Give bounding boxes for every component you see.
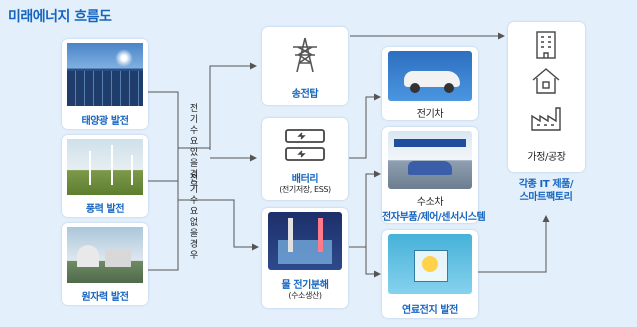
- wind-label: 풍력 발전: [85, 204, 125, 215]
- solar-label: 태양광 발전: [81, 116, 129, 127]
- battery-icon: [285, 129, 325, 161]
- arrow-to-fcev: [349, 170, 381, 248]
- home-factory-card: 가정/공장: [508, 22, 585, 172]
- battery-label: 배터리: [291, 174, 319, 185]
- electrolysis-sublabel: (수소생산): [288, 291, 322, 300]
- transmission-tower-icon: [293, 37, 317, 73]
- products-text: 각종 IT 제품/ 스마트팩토리: [518, 179, 574, 203]
- arrow-to-electrolysis: [178, 199, 259, 251]
- arrow-to-products: [478, 215, 550, 273]
- fcev-label: 수소차: [416, 197, 444, 208]
- nuclear-plant-image: [67, 227, 143, 283]
- electrolysis-card: 물 전기분해 (수소생산): [262, 208, 348, 308]
- arrow-to-ev: [349, 93, 381, 159]
- ev-label: 전기차: [416, 109, 444, 120]
- fuelcell-label: 연료전지 발전: [402, 305, 458, 316]
- arrow-to-fuelcell: [365, 247, 381, 278]
- electrolysis-image: [268, 212, 342, 270]
- diagram-title: 미래에너지 흐름도: [8, 9, 112, 25]
- nuclear-card: 원자력 발전: [62, 223, 148, 305]
- electrolysis-label: 물 전기분해: [281, 280, 329, 291]
- solar-card: 태양광 발전: [62, 39, 148, 129]
- building-icon: [536, 31, 556, 59]
- transmission-label: 송전탑: [291, 89, 319, 100]
- parts-label: 전자부품/제어/센서시스템: [382, 212, 486, 223]
- fcev-card: 수소차 전자부품/제어/센서시스템: [382, 127, 486, 223]
- arrow-to-transmission: [178, 62, 257, 149]
- fuelcell-card: 연료전지 발전: [382, 230, 478, 318]
- house-icon: [532, 68, 560, 94]
- fuel-cell-image: [388, 234, 472, 294]
- ev-image: [388, 51, 472, 101]
- wind-turbine-image: [67, 139, 143, 195]
- ev-card: 전기차: [382, 47, 478, 120]
- home-label: 가정/공장: [527, 152, 566, 163]
- wind-card: 풍력 발전: [62, 135, 148, 217]
- factory-icon: [531, 107, 561, 131]
- transmission-card: 송전탑: [262, 27, 348, 105]
- battery-sublabel: (전기저장, ESS): [279, 185, 331, 194]
- hydrogen-station-image: [388, 131, 472, 189]
- solar-panel-image: [67, 43, 143, 106]
- nuclear-label: 원자력 발전: [81, 292, 129, 303]
- battery-card: 배터리 (전기저장, ESS): [262, 118, 348, 200]
